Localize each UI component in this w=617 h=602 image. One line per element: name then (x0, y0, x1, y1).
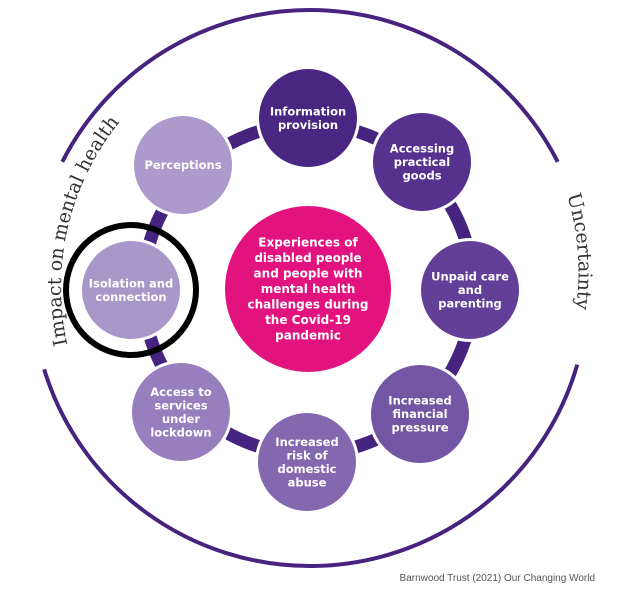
node-label-line: services (154, 398, 207, 412)
node-label-line: lockdown (150, 425, 211, 439)
node-label-line: Increased (275, 435, 338, 449)
node-label-line: Isolation and (89, 276, 173, 290)
arc-label-right: Uncertainty (562, 191, 595, 312)
node-label-line: provision (278, 118, 338, 132)
node-label-line: goods (402, 169, 441, 183)
highlight-ring (63, 222, 199, 358)
center-label-line: and people with (254, 267, 363, 281)
node-label-line: Information (270, 104, 346, 118)
node-circle (132, 363, 230, 461)
node-label-line: Access to (150, 385, 212, 399)
node-label-line: risk of (286, 448, 328, 462)
center-label-line: pandemic (275, 329, 341, 343)
center-label-line: disabled people (254, 251, 361, 265)
node-label-line: Increased (388, 394, 451, 408)
node-label-line: domestic (277, 462, 336, 476)
center-label-line: Experiences of (258, 236, 358, 250)
node-label-line: and (458, 283, 482, 297)
node-label-line: pressure (391, 421, 448, 435)
outer-ring-top-arc (60, 8, 560, 163)
center-circle (225, 206, 391, 372)
node-perceptions: Perceptions (131, 113, 235, 217)
node-circle (258, 413, 356, 511)
node-circle (371, 365, 469, 463)
center-label-line: challenges during (247, 298, 368, 312)
node-circle (259, 69, 357, 167)
nodes: InformationprovisionAccessingpracticalgo… (79, 66, 522, 514)
node-label-line: parenting (438, 297, 502, 311)
node-label-line: Perceptions (144, 158, 221, 172)
node-circle (373, 113, 471, 211)
node-label-line: Unpaid care (431, 270, 509, 284)
node-label-line: abuse (288, 475, 327, 489)
node-label-line: under (162, 412, 200, 426)
highlight-circle (63, 222, 199, 358)
node-label-line: practical (394, 155, 450, 169)
node-label-line: financial (392, 407, 447, 421)
outer-ring (42, 8, 580, 568)
node-label-line: connection (95, 290, 166, 304)
node-circle (82, 241, 180, 339)
node-circle (134, 116, 232, 214)
center-label-line: mental health (261, 282, 355, 296)
outer-ring-bottom-arc (42, 364, 580, 568)
node-label-line: Accessing (390, 142, 454, 156)
source-credit: Barnwood Trust (2021) Our Changing World (399, 573, 595, 584)
node-circle (421, 241, 519, 339)
center-label-line: the Covid-19 (265, 313, 351, 327)
